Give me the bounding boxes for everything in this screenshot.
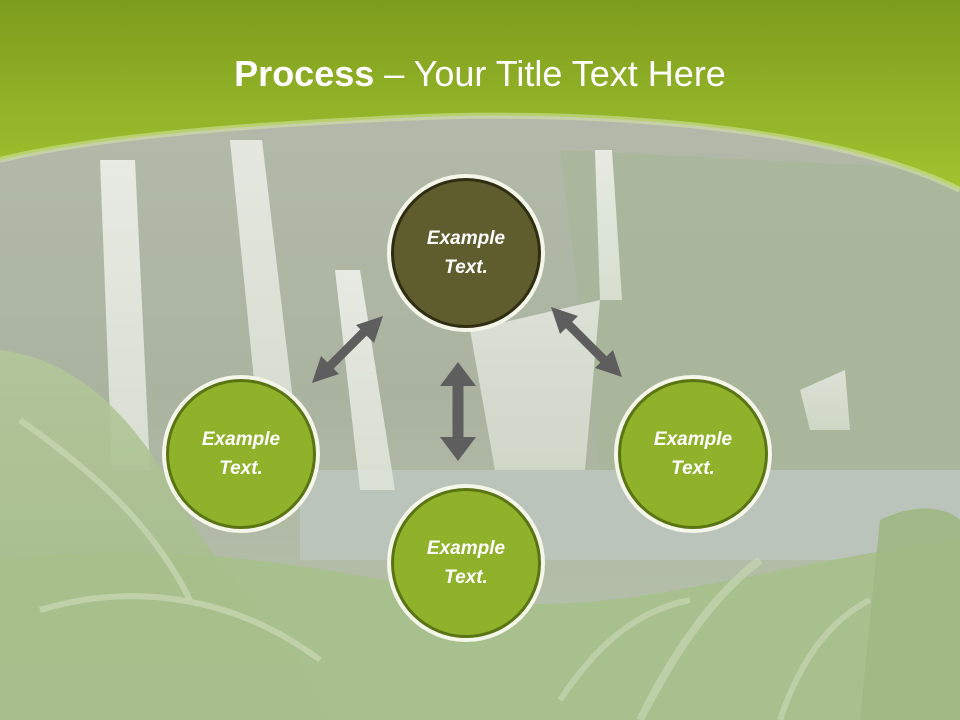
process-node-right[interactable]: Example Text.	[618, 379, 768, 529]
double-arrow-top-right	[551, 307, 622, 377]
double-arrow-top-left	[312, 316, 383, 383]
slide-title: Process – Your Title Text Here	[0, 52, 960, 96]
process-node-top-label: Example Text.	[426, 228, 506, 278]
process-node-bottom-label: Example Text.	[426, 538, 506, 588]
process-node-right-label: Example Text.	[653, 429, 733, 479]
slide-title-rest: – Your Title Text Here	[374, 53, 726, 94]
process-node-top[interactable]: Example Text.	[391, 178, 541, 328]
header-band	[0, 0, 960, 193]
process-node-left[interactable]: Example Text.	[166, 379, 316, 529]
slide-title-bold: Process	[234, 53, 375, 94]
process-node-left-label: Example Text.	[201, 429, 281, 479]
process-node-bottom[interactable]: Example Text.	[391, 488, 541, 638]
double-arrow-vertical	[440, 362, 476, 461]
